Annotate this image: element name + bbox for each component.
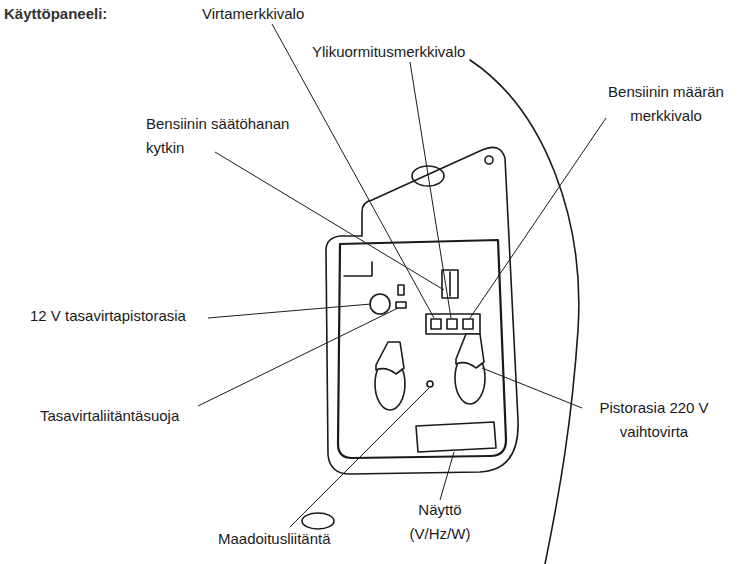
part-label: Näyttö (V/Hz/W) (398, 498, 482, 546)
leader-line (215, 152, 444, 290)
panel-screw (485, 156, 493, 164)
inner-panel (338, 240, 506, 458)
overload-lamp (447, 319, 457, 329)
housing-outline (470, 60, 579, 564)
indicator-frame (426, 314, 480, 334)
part-label: Bensiinin säätöhanan kytkin (146, 112, 291, 160)
housing-hole (302, 513, 334, 529)
ground-terminal (427, 381, 433, 387)
leader-line (482, 368, 582, 408)
part-label: Ylikuormitusmerkkivalo (312, 40, 465, 64)
leader-line (470, 118, 606, 318)
part-label: Tasavirtaliitäntäsuoja (40, 404, 179, 428)
power-lamp (431, 319, 441, 329)
fuel-lamp (463, 319, 473, 329)
leader-line (272, 24, 434, 318)
part-label: Pistorasia 220 V vaihtovirta (584, 396, 724, 444)
dc-socket (370, 294, 390, 314)
dc-breaker (398, 285, 404, 295)
panel-title: Käyttöpaneeli: (4, 2, 107, 26)
part-label: Bensiinin määrän merkkivalo (596, 80, 736, 128)
switch-divider (449, 272, 451, 296)
panel-frame (326, 147, 518, 474)
leader-line (208, 304, 371, 318)
part-label: Virtamerkkivalo (202, 2, 304, 26)
display-window (416, 422, 496, 452)
leader-line (410, 62, 451, 318)
ac-socket-lid (456, 334, 484, 368)
part-label: Maadoitusliitäntä (218, 527, 331, 551)
part-label: 12 V tasavirtapistorasia (30, 304, 186, 328)
leader-line (440, 452, 454, 500)
ac-socket-lid (376, 342, 404, 374)
leader-line (198, 308, 398, 406)
dc-panel-edge (344, 262, 372, 276)
dc-breaker-button (396, 302, 406, 308)
leader-line (290, 388, 429, 527)
leader-lines (198, 24, 606, 527)
